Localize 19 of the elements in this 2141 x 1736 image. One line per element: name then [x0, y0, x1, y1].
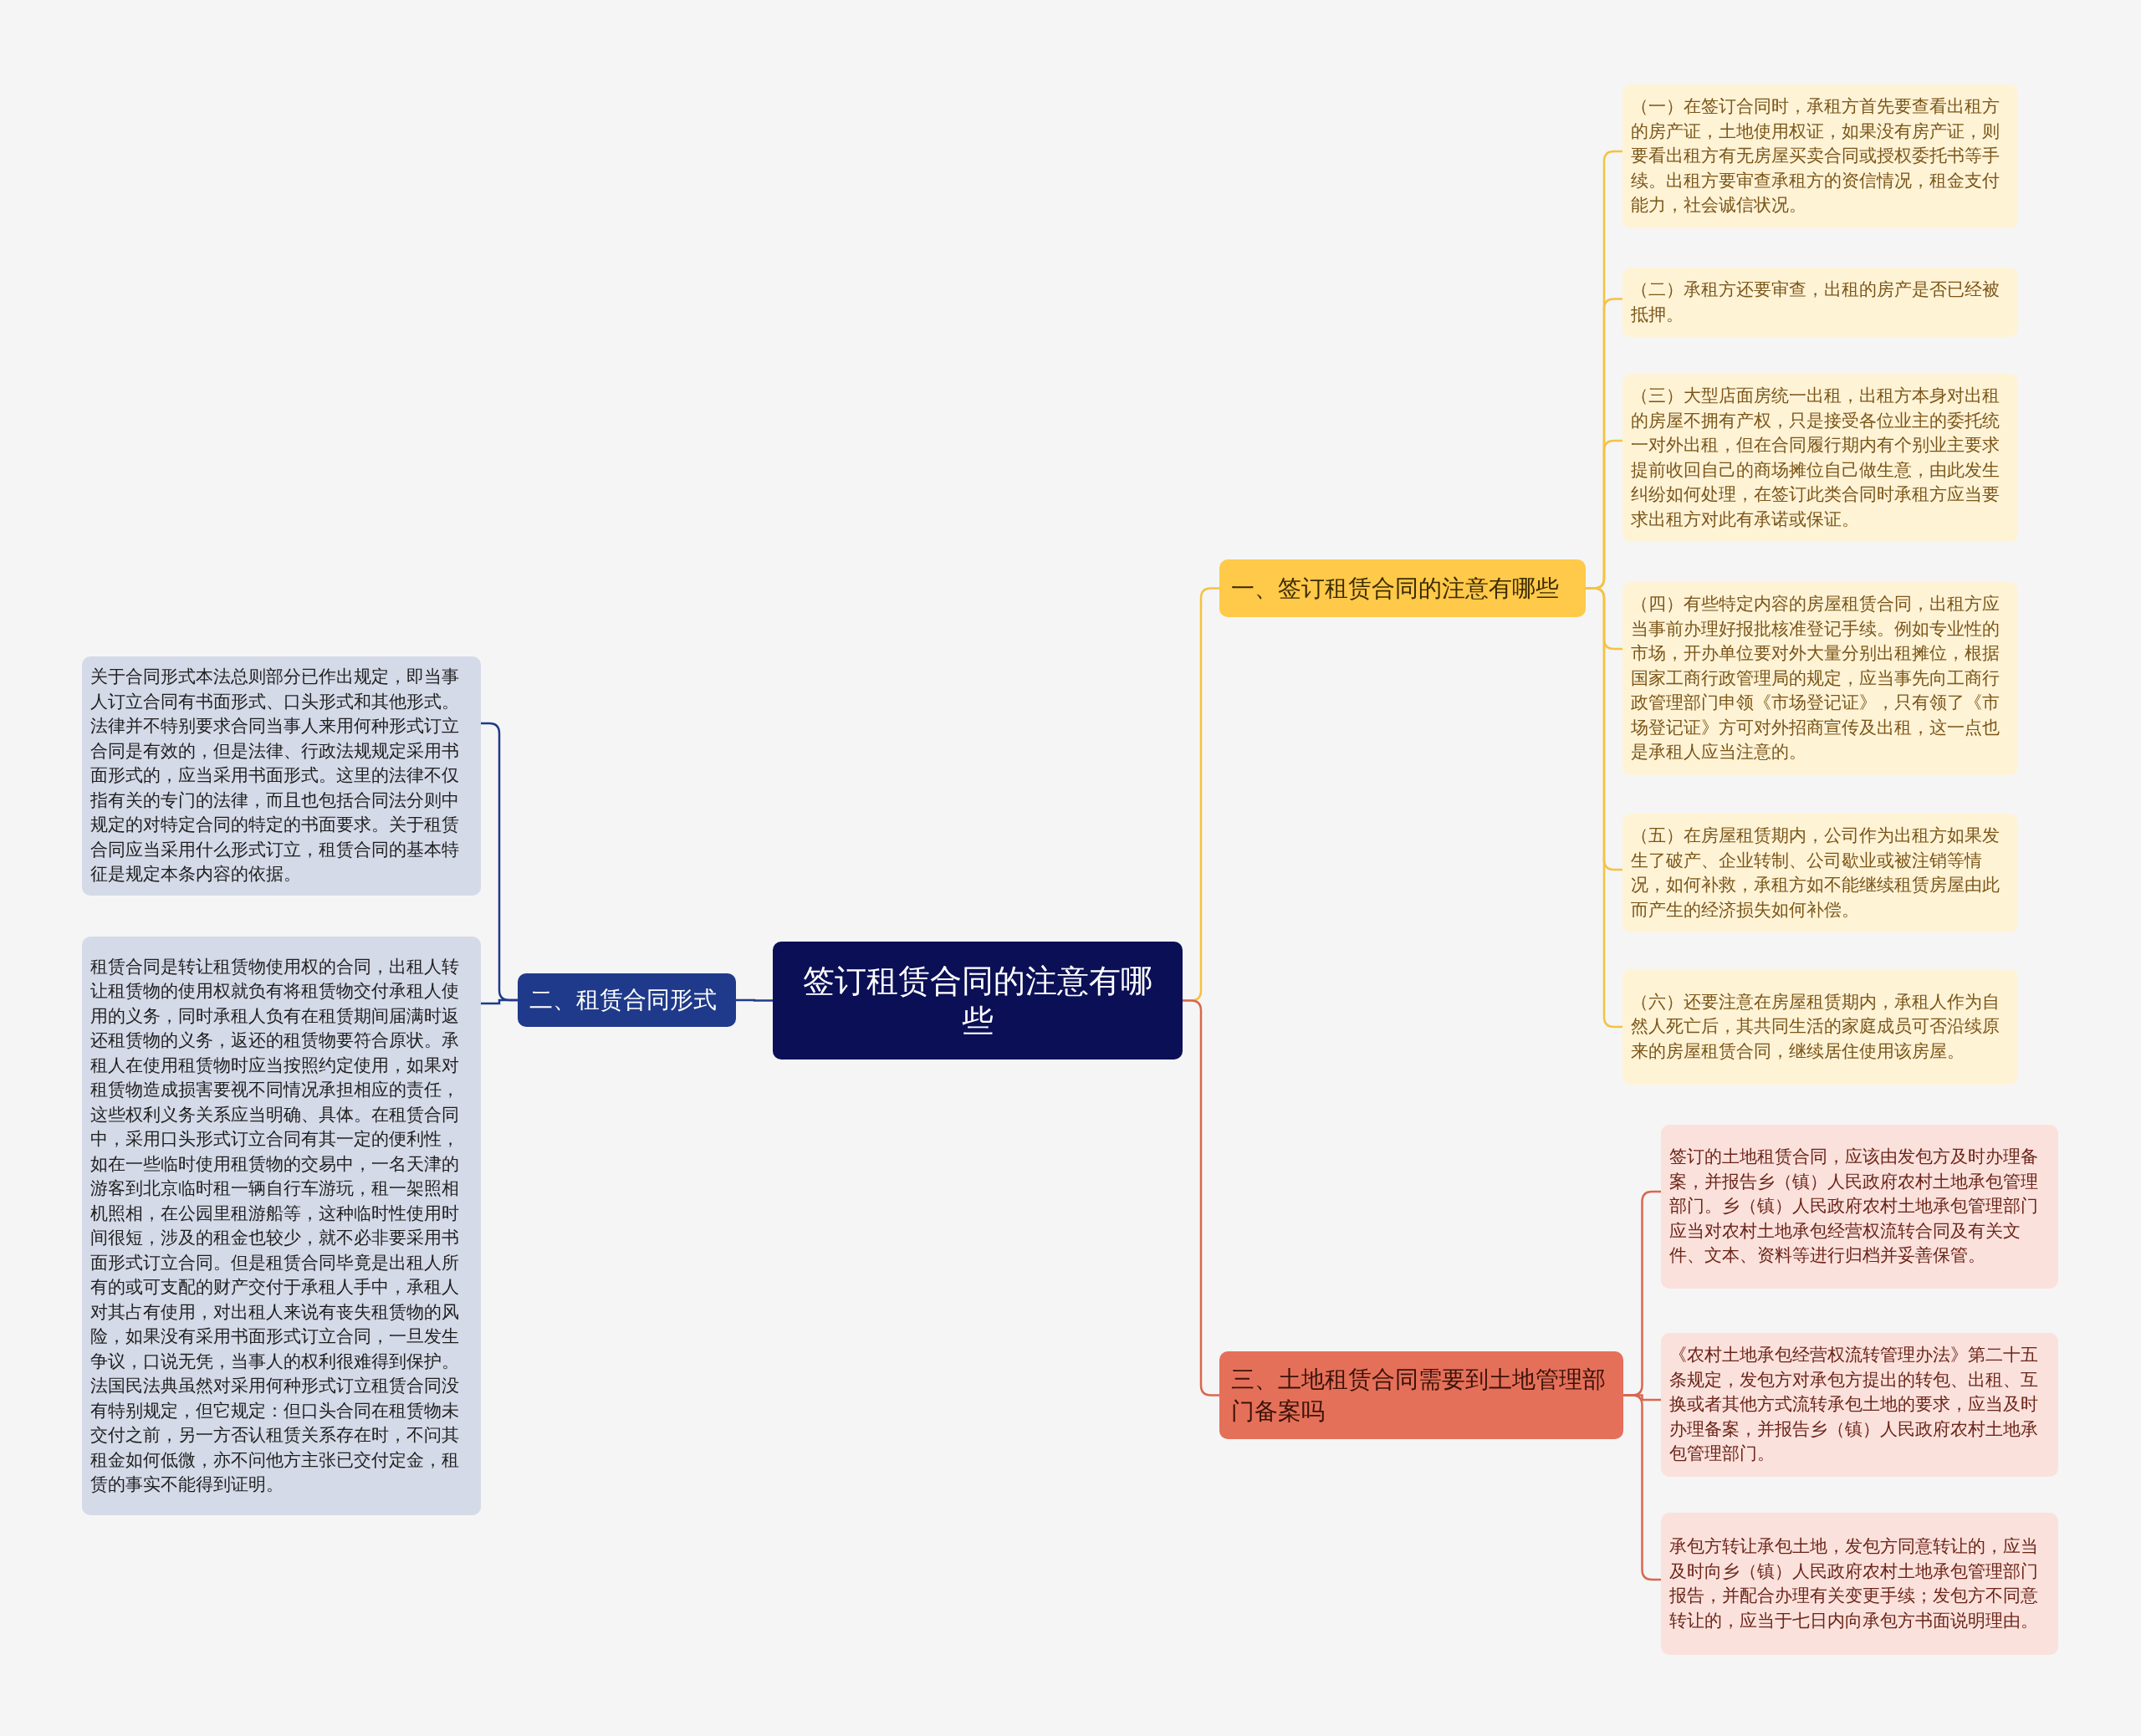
branch-topic-box: 三、土地租赁合同需要到土地管理部门备案吗	[1219, 1351, 1623, 1439]
branch-topic-box: 一、签订租赁合同的注意有哪些	[1219, 559, 1586, 617]
connector-line	[1183, 999, 1219, 1396]
connector-line	[736, 998, 773, 1002]
central-topic-box: 签订租赁合同的注意有哪些	[773, 942, 1183, 1059]
branch-topic-box: 二、租赁合同形式	[518, 973, 736, 1027]
note-box: （六）还要注意在房屋租赁期内，承租人作为自然人死亡后，其共同生活的家庭成员可否沿续原来的房屋租赁合同，继续居住使用该房屋。	[1622, 969, 2018, 1085]
connector-line	[1623, 1394, 1661, 1581]
note-box: （五）在房屋租赁期内，公司作为出租方如果发生了破产、企业转制、公司歇业或被注销等情况，如何补救，承租方如不能继续租赁房屋由此而产生的经济损失如何补偿。	[1622, 814, 2018, 932]
connector-line	[481, 998, 518, 1005]
note-box: （二）承租方还要审查，出租的房产是否已经被抵押。	[1622, 268, 2018, 337]
note-box: 《农村土地承包经营权流转管理办法》第二十五条规定，发包方对承包方提出的转包、出租、互换或者其他方式流转承包土地的要求，应当及时办理备案，并报告乡（镇）人民政府农村土地承包管理部门。	[1661, 1333, 2058, 1477]
note-box: （四）有些特定内容的房屋租赁合同，出租方应当事前办理好报批核准登记手续。例如专业性的市场，开办单位要对外大量分别出租摊位，根据国家工商行政管理局的规定，应当事先向工商行政管理部门申领《市场登记证》，只有领了《市场登记证》方可对外招商宣传及出租，这一点也是承租人应当注意的。	[1622, 582, 2018, 775]
note-box: 签订的土地租赁合同，应该由发包方及时办理备案，并报告乡（镇）人民政府农村土地承包管理部门。乡（镇）人民政府农村土地承包管理部门应当对农村土地承包经营权流转合同及有关文件、文本、资料等进行归档并妥善保管。	[1661, 1125, 2058, 1289]
note-box: 关于合同形式本法总则部分已作出规定，即当事人订立合同有书面形式、口头形式和其他形式。法律并不特别要求合同当事人来用何种形式订立合同是有效的，但是法律、行政法规规定采用书面形式的，应当采用书面形式。这里的法律不仅指有关的专门的法律，而且也包括合同法分则中规定的对特定合同的特定的书面要求。关于租赁合同应当采用什么形式订立，租赁合同的基本特征是规定本条内容的依据。	[82, 656, 481, 896]
note-box: 承包方转让承包土地，发包方同意转让的，应当及时向乡（镇）人民政府农村土地承包管理部门报告，并配合办理有关变更手续；发包方不同意转让的，应当于七日内向承包方书面说明理由。	[1661, 1513, 2058, 1655]
note-box: （一）在签订合同时，承租方首先要查看出租方的房产证，土地使用权证，如果没有房产证，则要看出租方有无房屋买卖合同或授权委托书等手续。出租方要审查承租方的资信情况，租金支付能力，社会诚信状况。	[1622, 84, 2018, 228]
note-box: 租赁合同是转让租赁物使用权的合同，出租人转让租赁物的使用权就负有将租赁物交付承租人使用的义务，同时承租人负有在租赁期间届满时返还租赁物的义务，返还的租赁物要符合原状。承租人在使用租赁物时应当按照约定使用，如果对租赁物造成损害要视不同情况承担相应的责任，这些权利义务关系应当明确、具体。在租赁合同中，采用口头形式订立合同有其一定的便利性，如在一些临时使用租赁物的交易中，一名天津的游客到北京临时租一辆自行车游玩，租一架照相机照相，在公园里租游船等，这种临时性使用时间很短，涉及的租金也较少，就不必非要采用书面形式订立合同。但是租赁合同毕竟是出租人所有的或可支配的财产交付于承租人手中，承租人对其占有使用，对出租人来说有丧失租赁物的风险，如果没有采用书面形式订立合同，一旦发生争议，口说无凭，当事人的权利很难得到保护。法国民法典虽然对采用何种形式订立租赁合同没有特别规定，但它规定：但口头合同在租赁物未交付之前，另一方否认租赁关系存在时，不问其租金如何低微，亦不问他方主张已交付定金，租赁的事实不能得到证明。	[82, 937, 481, 1515]
note-box: （三）大型店面房统一出租，出租方本身对出租的房屋不拥有产权，只是接受各位业主的委托统一对外出租，但在合同履行期内有个别业主要求提前收回自己的商场摊位自己做生意，由此发生纠纷如何处理，在签订此类合同时承租方应当要求出租方对此有承诺或保证。	[1622, 374, 2018, 542]
